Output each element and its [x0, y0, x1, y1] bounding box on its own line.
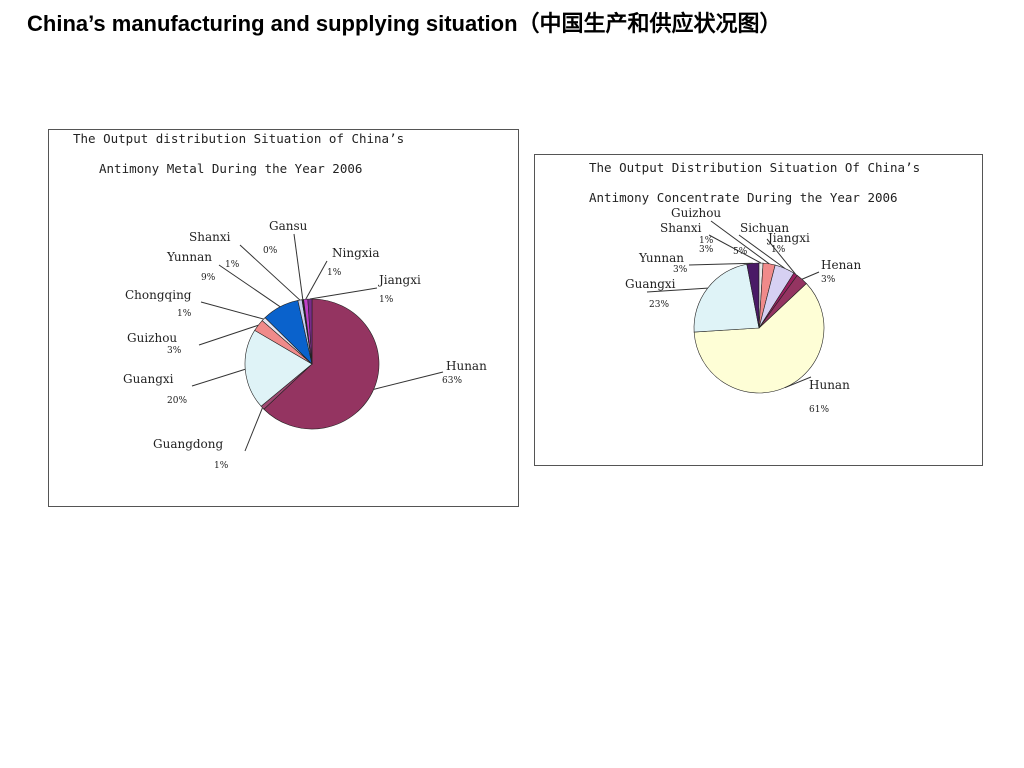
- slice-label-shanxi: Shanxi: [660, 221, 702, 235]
- slice-label-guizhou: Guizhou: [671, 206, 721, 220]
- slice-label-sichuan: Sichuan: [740, 221, 789, 235]
- slice-percent-guangxi: 20%: [167, 396, 187, 406]
- leader-line-guizhou: [198, 324, 259, 346]
- slice-label-guizhou: Guizhou: [127, 331, 177, 345]
- leader-line-guizhou: [710, 220, 770, 265]
- leader-line-shanxi: [708, 234, 762, 264]
- leader-line-ningxia: [305, 260, 328, 300]
- slice-percent-guizhou: 3%: [167, 346, 182, 356]
- leader-line-hunan: [373, 371, 444, 390]
- leader-line-yunnan: [218, 264, 281, 308]
- leader-line-yunnan: [688, 262, 753, 266]
- slice-percent-henan: 3%: [821, 275, 836, 285]
- pie-slice-hunan: [693, 283, 825, 394]
- page-title: China’s manufacturing and supplying situ…: [27, 11, 782, 36]
- slice-label-guangdong: Guangdong: [153, 437, 224, 451]
- slice-label-jiangxi: Jiangxi: [377, 273, 421, 287]
- slice-percent-jiangxi: 1%: [379, 295, 394, 305]
- leader-line-chongqing: [200, 301, 264, 320]
- slice-label-ningxia: Ningxia: [332, 246, 380, 260]
- leader-line-sichuan: [738, 234, 786, 269]
- chart-title-line-2: Antimony Concentrate During the Year 200…: [589, 190, 898, 205]
- antimony-metal-pie: The Output distribution Situation of Chi…: [73, 131, 487, 471]
- leader-line-guangxi: [646, 287, 708, 293]
- slice-label-gansu: Gansu: [269, 219, 308, 233]
- slice-percent-yunnan: 3%: [673, 265, 688, 275]
- slice-percent-hunan: 61%: [809, 405, 829, 415]
- antimony-concentrate-chart: The Output Distribution Situation Of Chi…: [534, 154, 983, 466]
- slice-percent-shanxi: 1%: [225, 260, 240, 270]
- slice-percent-hunan: 63%: [442, 376, 462, 386]
- slice-label-guangxi: Guangxi: [123, 372, 174, 386]
- slice-percent-ningxia: 1%: [327, 268, 342, 278]
- slice-label-yunnan: Yunnan: [166, 250, 212, 264]
- slice-percent-yunnan: 9%: [201, 273, 216, 283]
- leader-line-henan: [801, 271, 820, 280]
- leader-line-guangdong: [244, 407, 263, 452]
- slice-percent-sichuan: 5%: [733, 247, 748, 257]
- slice-label-jiangxi: Jiangxi: [766, 231, 810, 245]
- leader-line-jiangxi: [309, 287, 378, 300]
- slice-label-shanxi: Shanxi: [189, 230, 231, 244]
- leader-line-guangxi: [191, 368, 246, 387]
- slice-percent-gansu: 0%: [263, 246, 278, 256]
- chart-title-line-2: Antimony Metal During the Year 2006: [99, 161, 362, 176]
- slice-percent-guangdong: 1%: [214, 461, 229, 471]
- slice-label-guangxi: Guangxi: [625, 277, 676, 291]
- slice-percent-shanxi: 1%: [699, 236, 714, 246]
- leader-line-gansu: [293, 233, 304, 300]
- slice-label-henan: Henan: [821, 258, 861, 272]
- pie-slice-guangxi: [244, 329, 313, 407]
- antimony-concentrate-pie: The Output Distribution Situation Of Chi…: [589, 160, 920, 415]
- leader-line-shanxi: [239, 244, 301, 301]
- slice-label-hunan: Hunan: [446, 359, 487, 373]
- chart-title-line-1: The Output Distribution Situation Of Chi…: [589, 160, 920, 175]
- slice-percent-jiangxi: 1%: [771, 245, 786, 255]
- slice-label-yunnan: Yunnan: [638, 251, 684, 265]
- chart-title-line-1: The Output distribution Situation of Chi…: [73, 131, 404, 146]
- antimony-metal-chart: The Output distribution Situation of Chi…: [48, 129, 519, 507]
- slice-label-chongqing: Chongqing: [125, 288, 192, 302]
- pie-slice-hunan: [263, 298, 380, 430]
- slice-percent-guizhou: 3%: [699, 245, 714, 255]
- leader-line-hunan: [784, 376, 812, 389]
- slice-percent-chongqing: 1%: [177, 309, 192, 319]
- slice-percent-guangxi: 23%: [649, 300, 669, 310]
- slice-label-hunan: Hunan: [809, 378, 850, 392]
- leader-line-jiangxi: [766, 238, 796, 275]
